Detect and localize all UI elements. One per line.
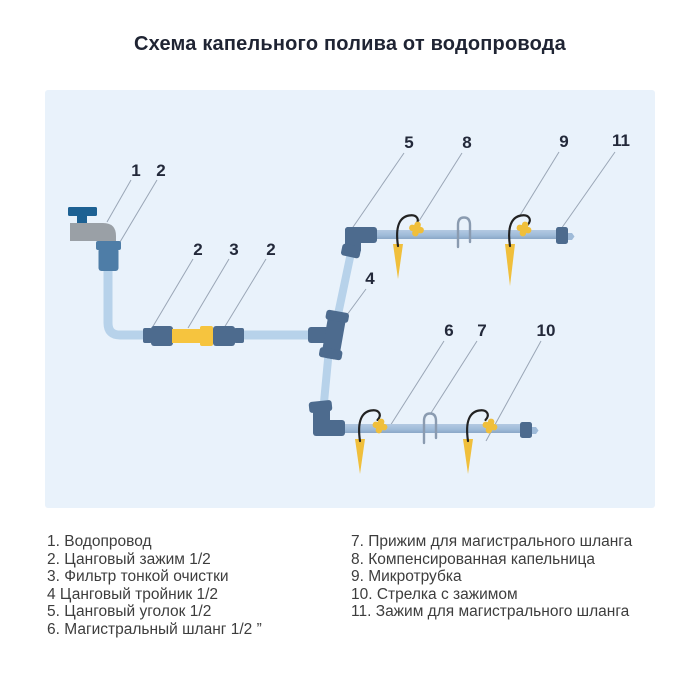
faucet-clamp-connector	[96, 241, 121, 271]
microtube	[466, 409, 489, 443]
leader-line-7	[430, 340, 478, 414]
legend-item-8: 8. Компенсированная капельница	[351, 550, 595, 568]
riser-pipe-top	[332, 247, 356, 325]
dripper	[482, 418, 498, 434]
dripper	[372, 418, 388, 434]
legend-item-7: 7. Прижим для магистрального шланга	[351, 533, 633, 550]
leader-line-5	[350, 152, 405, 231]
filter-body	[172, 329, 204, 343]
callout-5: 5	[404, 133, 414, 152]
legend-item-10: 10. Стрелка с зажимом	[351, 585, 518, 603]
callout-3: 3	[229, 240, 239, 259]
legend-item-11: 11. Зажим для магистрального шланга	[351, 603, 630, 621]
legend-item-2: 2. Цанговый зажим 1/2	[47, 550, 211, 568]
leader-line-3	[187, 258, 230, 329]
leader-line-9	[518, 151, 560, 218]
faucet-handle-stem	[77, 215, 87, 224]
callout-8: 8	[462, 133, 472, 152]
callout-9: 9	[559, 132, 569, 151]
leader-line-6	[389, 340, 445, 427]
microtube	[508, 214, 531, 248]
filter-assembly	[143, 326, 244, 346]
main-hose-bottom	[343, 424, 539, 434]
leader-lines	[106, 151, 616, 442]
dripper	[516, 221, 532, 237]
drip-spike	[505, 244, 515, 286]
elbow-top	[341, 227, 377, 259]
microtube	[358, 409, 381, 443]
dripper	[409, 221, 424, 237]
leader-line-11	[560, 151, 616, 230]
diagram-panel: 1 2 2 3 2 4 5 8 9 11 6 7 10	[45, 90, 655, 508]
legend-column-right: 7. Прижим для магистрального шланга 8. К…	[351, 533, 632, 621]
legend-column-left: 1. Водопровод 2. Цанговый зажим 1/2 3. Ф…	[47, 533, 262, 639]
callout-2c: 2	[266, 240, 276, 259]
main-hose-top	[375, 230, 575, 240]
tee-fitting	[308, 309, 350, 361]
legend-item-3: 3. Фильтр тонкой очистки	[47, 568, 229, 586]
callout-2a: 2	[156, 161, 166, 180]
drip-spike	[463, 439, 473, 474]
supply-pipe	[103, 268, 311, 340]
callout-7: 7	[477, 321, 487, 340]
hose-end-clamp-bottom	[520, 422, 532, 438]
filter-clamp-right	[213, 326, 235, 346]
elbow-bottom	[308, 400, 345, 436]
legend-item-4: 4 Цанговый тройник 1/2	[47, 585, 219, 603]
page-title: Схема капельного полива от водопровода	[133, 33, 566, 55]
legend-item-5: 5. Цанговый уголок 1/2	[47, 603, 212, 621]
filter-cap	[200, 326, 213, 346]
faucet	[68, 207, 121, 271]
callout-4: 4	[365, 269, 375, 288]
legend-item-9: 9. Микротрубка	[351, 568, 462, 586]
leader-line-2b	[151, 258, 194, 329]
hose-tail-bottom	[532, 427, 539, 434]
drip-spike	[355, 439, 365, 474]
drip-spike	[393, 244, 403, 279]
callout-10: 10	[536, 321, 556, 340]
hose-tail-top	[567, 233, 575, 240]
leader-line-2a	[119, 179, 158, 243]
diagram-canvas	[68, 151, 616, 474]
microtube	[396, 214, 419, 248]
callout-6: 6	[444, 321, 454, 340]
hose-clip-top	[456, 216, 472, 249]
filter-clamp-left	[151, 326, 173, 346]
callout-1: 1	[131, 161, 141, 180]
hose-end-clamp-top	[556, 227, 568, 244]
callout-11: 11	[612, 131, 630, 150]
leader-line-2c	[223, 258, 267, 329]
leader-line-8	[418, 152, 463, 222]
faucet-handle	[68, 207, 97, 216]
filter-clamp-right-nut	[234, 328, 244, 343]
filter-clamp-left-nut	[143, 328, 152, 343]
hose-clip-bottom	[422, 412, 438, 445]
legend-item-6: 6. Магистральный шланг 1/2 ”	[47, 620, 262, 638]
leader-line-1	[106, 179, 132, 223]
callout-2b: 2	[193, 240, 203, 259]
legend-item-1: 1. Водопровод	[47, 533, 152, 550]
